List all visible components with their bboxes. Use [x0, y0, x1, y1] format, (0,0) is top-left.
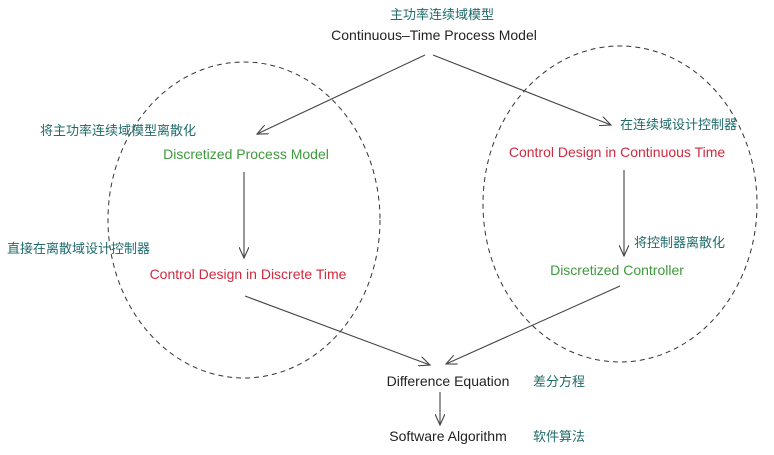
discretized-controller-label: Discretized Controller: [550, 262, 684, 278]
control-design-discrete-label: Control Design in Discrete Time: [150, 266, 347, 282]
arrow-controller-to-difference: [446, 285, 621, 364]
continuous-path-ellipse: [482, 45, 758, 363]
top-label-en: Continuous–Time Process Model: [331, 27, 537, 43]
arrow-to-continuous-design: [432, 54, 611, 125]
control-design-continuous-label: Control Design in Continuous Time: [509, 144, 726, 160]
left-step2-cn: 直接在离散域设计控制器: [7, 241, 150, 257]
software-algorithm-cn: 软件算法: [533, 430, 585, 445]
arrow-discrete-to-difference: [244, 295, 430, 365]
difference-equation-label: Difference Equation: [387, 373, 510, 389]
difference-equation-cn: 差分方程: [533, 374, 585, 390]
top-label-cn: 主功率连续域模型: [390, 7, 494, 23]
discretized-process-model-label: Discretized Process Model: [163, 146, 329, 162]
right-step1-cn: 在连续域设计控制器: [620, 117, 737, 133]
software-algorithm-label: Software Algorithm: [389, 428, 507, 444]
right-step2-cn: 将控制器离散化: [634, 235, 725, 251]
arrow-to-discretized-model: [257, 54, 426, 134]
left-step1-cn: 将主功率连续域模型离散化: [40, 123, 196, 139]
discrete-path-ellipse: [107, 61, 381, 379]
